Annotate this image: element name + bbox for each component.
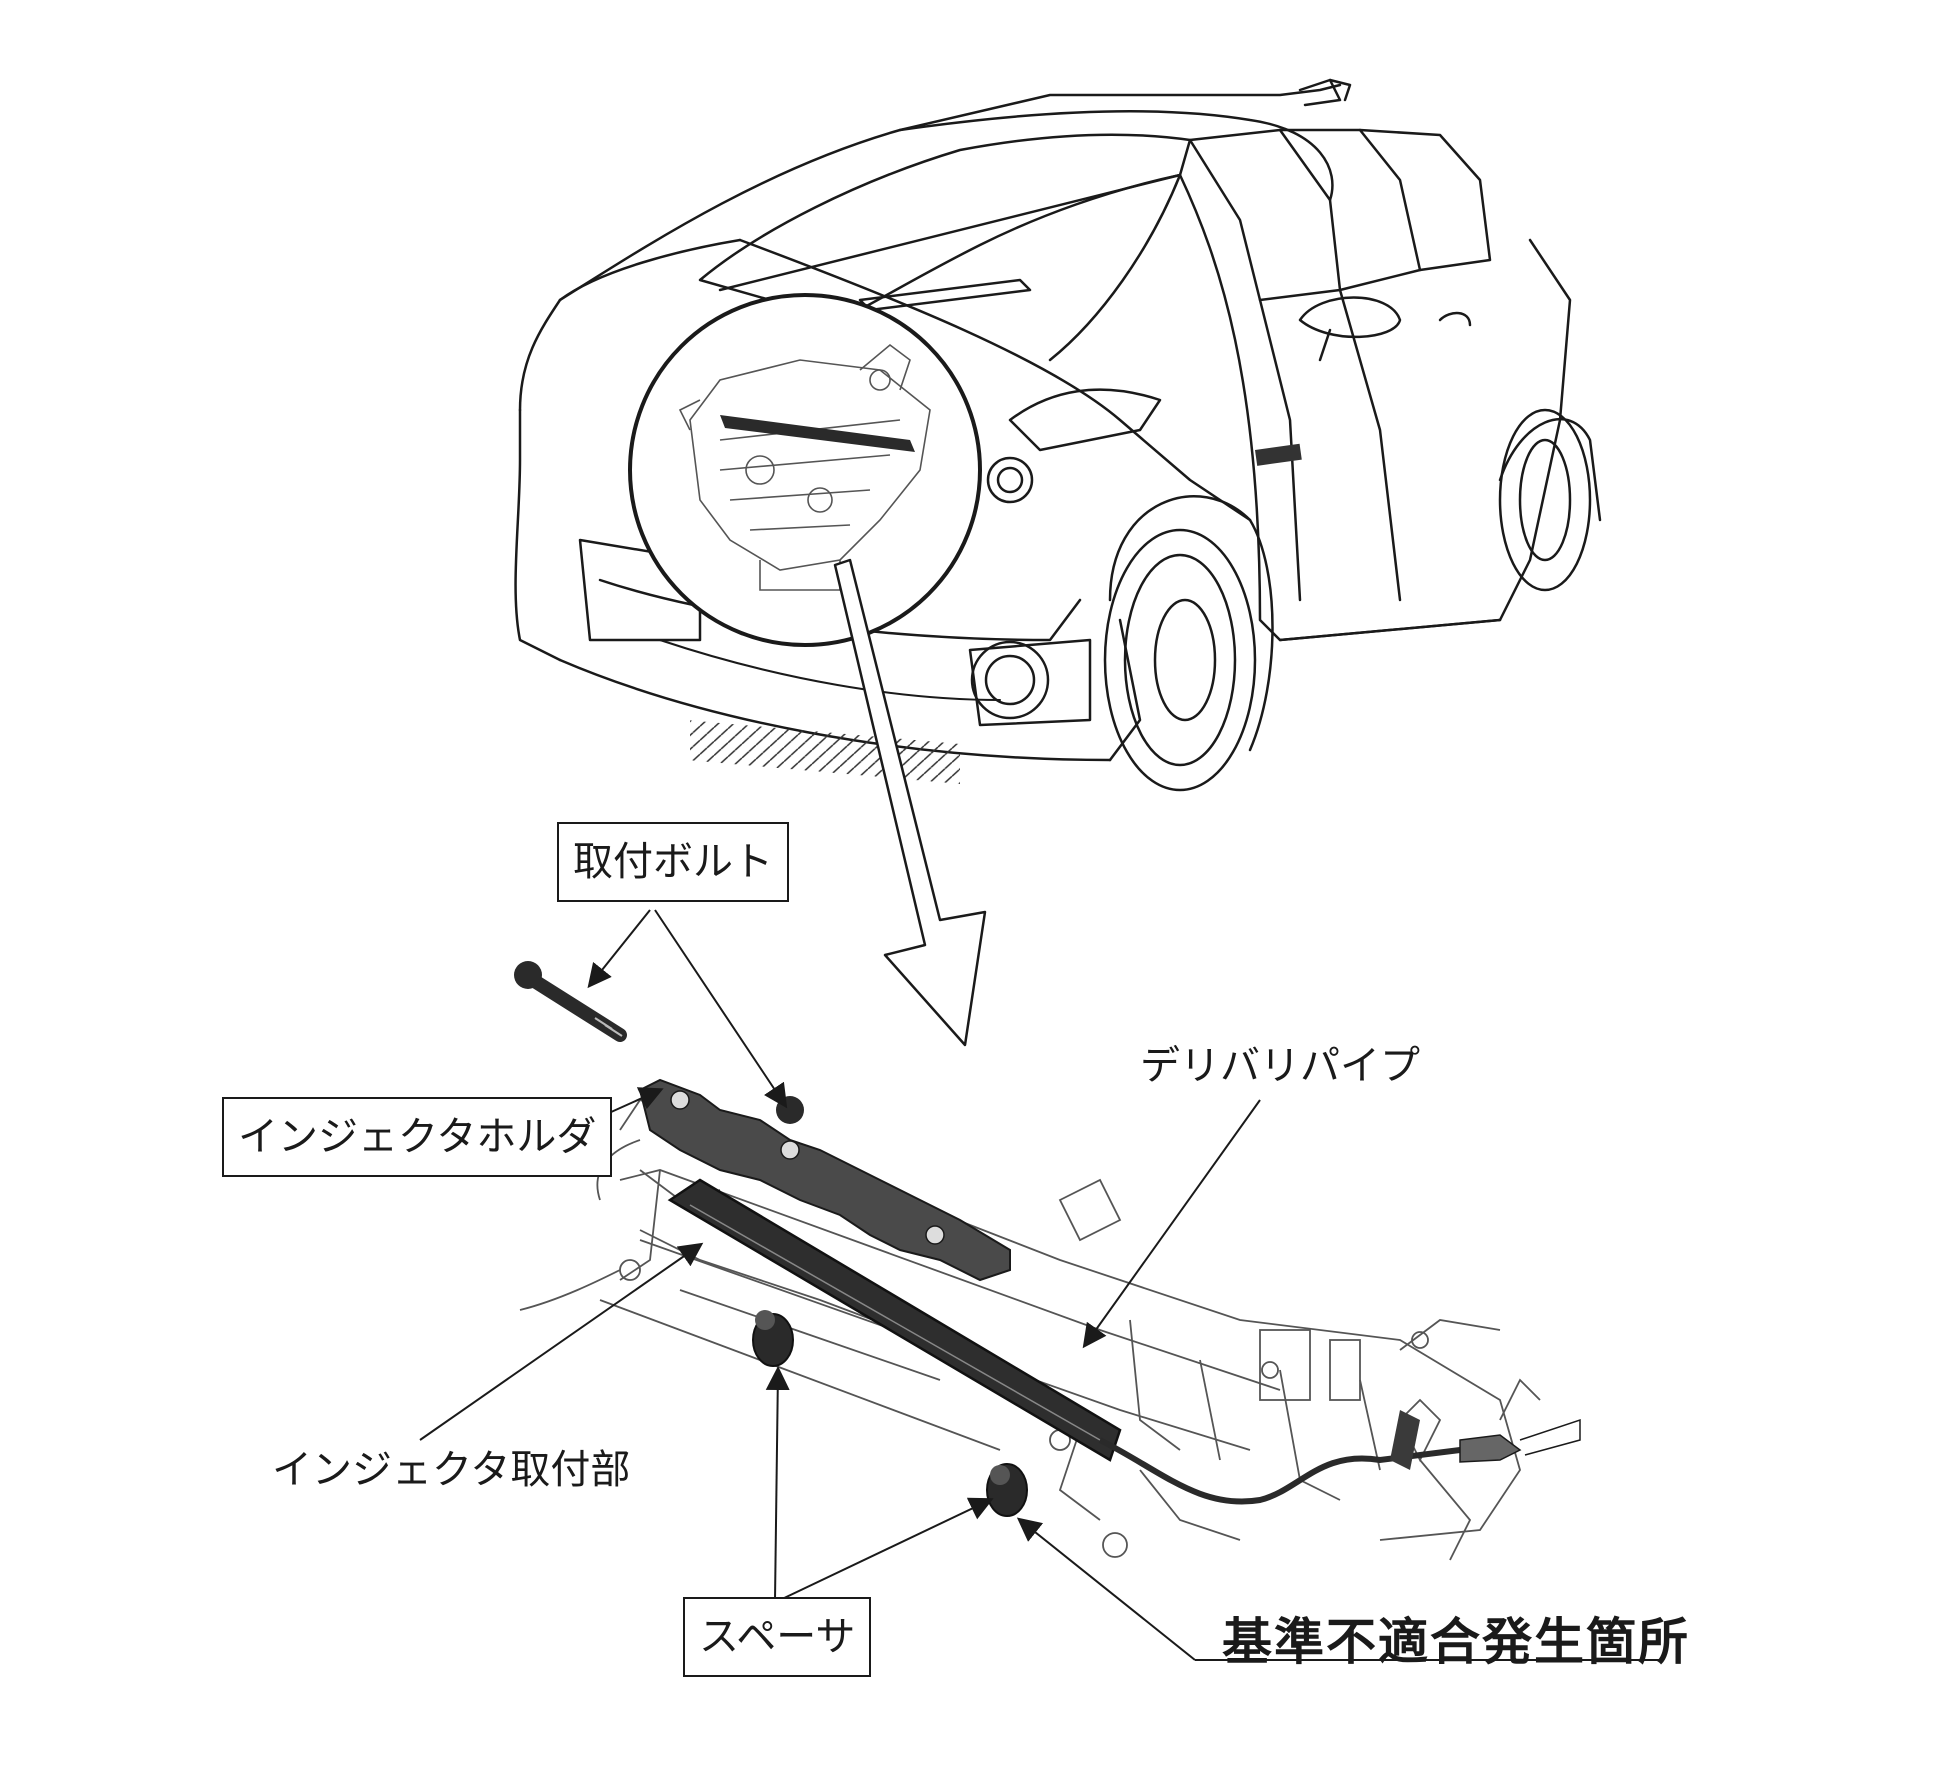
- label-spacer: スペーサ: [683, 1597, 872, 1677]
- leader-lines: [419, 909, 1660, 1661]
- label-mounting-bolt: 取付ボルト: [557, 822, 789, 902]
- engine-detail-circle: [628, 293, 982, 647]
- label-injector-mount: インジェクタ取付部: [272, 1447, 631, 1493]
- zoom-arrow: [833, 558, 987, 1047]
- label-injector-holder: インジェクタホルダ: [222, 1097, 613, 1177]
- label-delivery-pipe: デリバリパイプ: [1140, 1043, 1420, 1089]
- engine-parts-diagram: [514, 961, 1581, 1561]
- label-nonconformity-location: 基準不適合発生箇所: [1222, 1613, 1690, 1671]
